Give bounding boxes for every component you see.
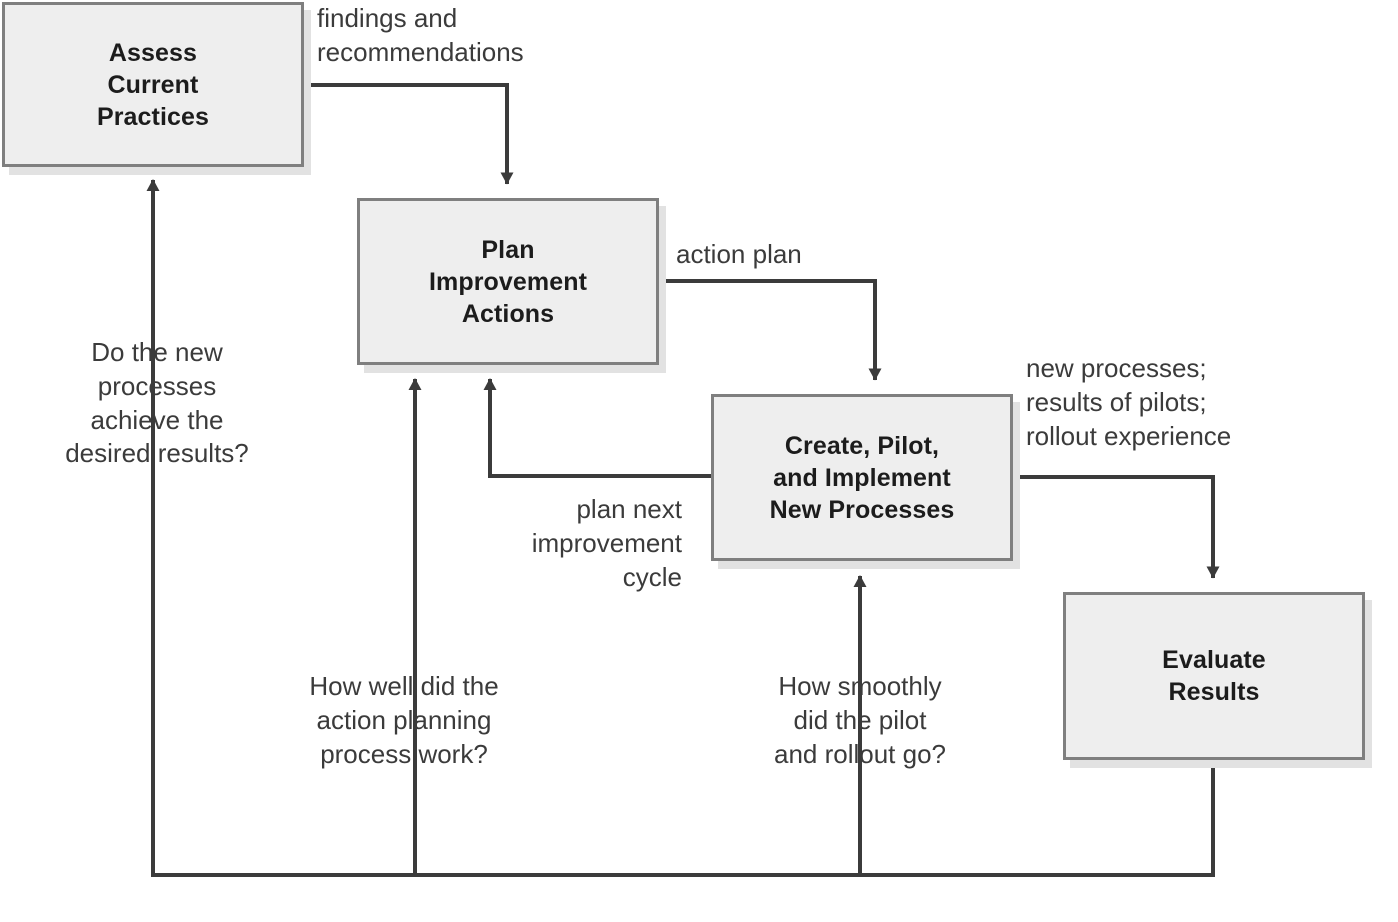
connector-evaluate-to-assess [146, 179, 1215, 877]
node-assess-current-practices[interactable]: Assess Current Practices [2, 2, 304, 167]
connector-create-to-plan-next-cycle [483, 378, 713, 478]
node-label-plan-improvement-actions: Plan Improvement Actions [428, 235, 588, 328]
edge-label-how-smoothly-did-pilot-rollout-go: How smoothly did the pilot and rollout g… [773, 671, 947, 769]
connector-assess-to-plan [304, 83, 514, 185]
node-label-assess-current-practices: Assess Current Practices [96, 38, 210, 131]
edge-label-new-processes-results-rollout: new processes; results of pilots; rollou… [1026, 353, 1232, 451]
node-label-create-pilot-implement-new-processes: Create, Pilot, and Implement New Process… [769, 431, 955, 524]
node-label-evaluate-results: Evaluate Results [1162, 646, 1266, 706]
edge-label-how-well-did-action-planning-work: How well did the action planning process… [309, 671, 499, 769]
connector-create-to-evaluate [1013, 475, 1220, 579]
node-create-pilot-implement-new-processes[interactable]: Create, Pilot, and Implement New Process… [711, 394, 1013, 561]
node-plan-improvement-actions[interactable]: Plan Improvement Actions [357, 198, 659, 365]
edge-label-action-plan: action plan [676, 239, 802, 269]
edge-label-do-new-processes-achieve-results: Do the new processes achieve the desired… [65, 337, 249, 469]
connector-plan-to-create [659, 279, 882, 381]
edge-label-plan-next-improvement-cycle: plan next improvement cycle [531, 494, 682, 592]
edge-label-findings-and-recommendations: findings and recommendations [317, 3, 524, 67]
node-evaluate-results[interactable]: Evaluate Results [1063, 592, 1365, 760]
